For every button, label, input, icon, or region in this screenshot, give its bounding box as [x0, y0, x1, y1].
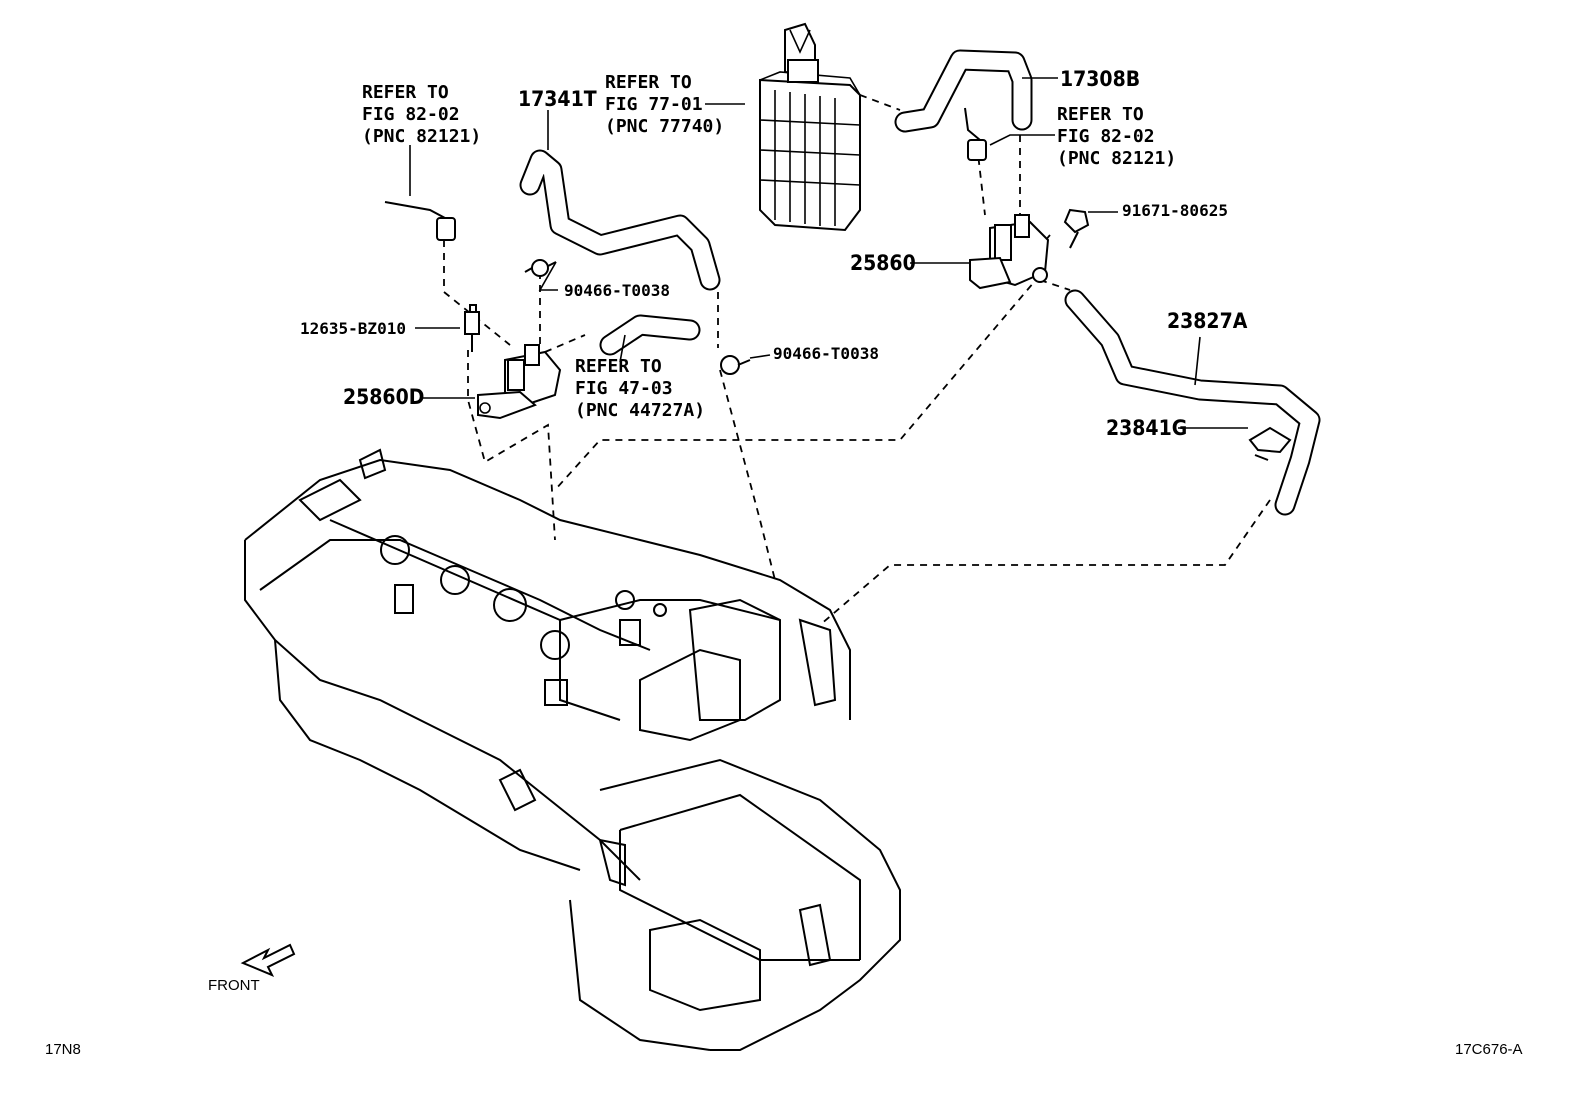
part-90466-upper-label: 90466-T0038 [564, 281, 670, 300]
refer-right-line1: REFER TO [1057, 104, 1144, 125]
refer-left-line1: REFER TO [362, 82, 449, 103]
part-90466-right-label: 90466-T0038 [773, 344, 879, 363]
engine-assembly-drawing [244, 448, 901, 1051]
hose-17308B-drawing [894, 49, 1033, 133]
refer-hose-line1: REFER TO [575, 356, 662, 377]
hose-44727A-drawing [599, 314, 701, 356]
refer-hose-line3: (PNC 44727A) [575, 400, 705, 421]
vsv-left-drawing [477, 344, 562, 420]
part-17341T-label: 17341T [518, 87, 597, 111]
screw-drawing [464, 304, 480, 352]
part-25860-label: 25860 [850, 251, 916, 275]
refer-canister-line3: (PNC 77740) [605, 116, 724, 137]
labels: REFER TO FIG 82-02 (PNC 82121) 17341T RE… [45, 67, 1523, 1058]
leader-lines [409, 77, 1248, 429]
front-label: FRONT [208, 977, 260, 994]
part-25860D-label: 25860D [343, 385, 424, 409]
hose-23827A-drawing [1064, 289, 1321, 516]
refer-left-line2: FIG 82-02 [362, 104, 460, 125]
part-17308B-label: 17308B [1060, 67, 1140, 91]
bolt-drawing [1063, 208, 1090, 249]
charcoal-canister [759, 22, 861, 232]
clamp-right-drawing [720, 355, 751, 375]
part-12635-BZ010-label: 12635-BZ010 [300, 319, 406, 338]
refer-right-line2: FIG 82-02 [1057, 126, 1155, 147]
part-23841G-label: 23841G [1106, 416, 1187, 440]
refer-hose-line2: FIG 47-03 [575, 378, 673, 399]
wire-connector-right [964, 107, 987, 161]
refer-right-line3: (PNC 82121) [1057, 148, 1176, 169]
wire-connector-left [384, 201, 456, 241]
vsv-right-drawing [969, 214, 1050, 290]
refer-canister-line1: REFER TO [605, 72, 692, 93]
figure-code-left: 17N8 [45, 1041, 81, 1058]
figure-code-right: 17C676-A [1455, 1041, 1523, 1058]
assembly-dashed-lines [443, 94, 1271, 626]
refer-left-line3: (PNC 82121) [362, 126, 481, 147]
front-arrow-icon [240, 943, 296, 977]
part-23827A-label: 23827A [1167, 309, 1248, 333]
hose-17341T-drawing [519, 149, 721, 291]
clip-drawing [1248, 426, 1292, 461]
refer-canister-line2: FIG 77-01 [605, 94, 703, 115]
part-91671-80625-label: 91671-80625 [1122, 201, 1228, 220]
clamp-upper-drawing [524, 259, 557, 277]
